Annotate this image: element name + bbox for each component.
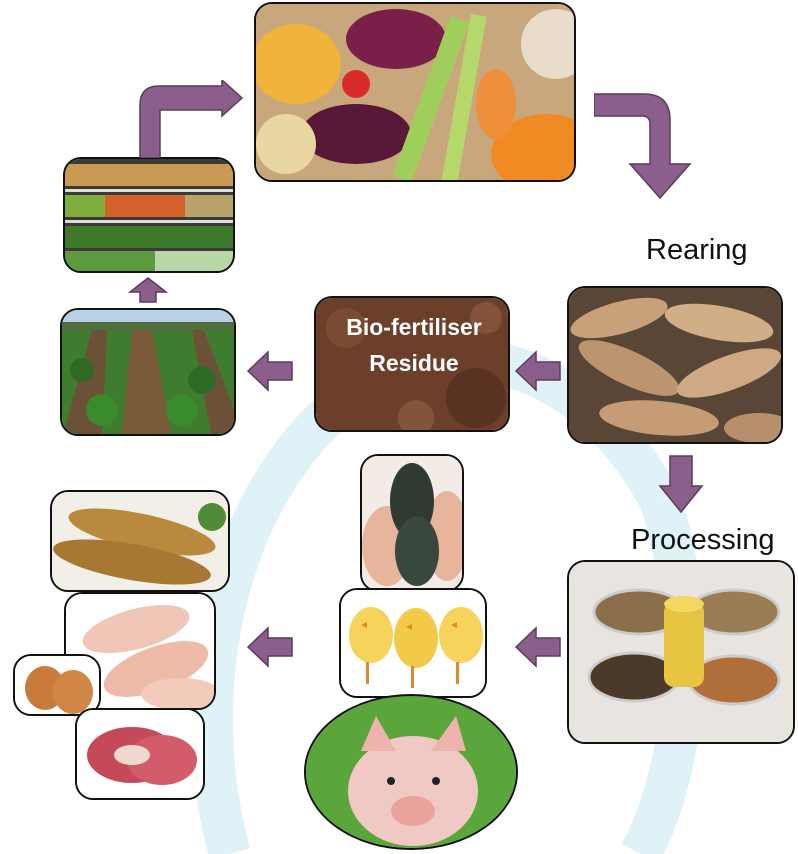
bio-fertiliser-residue-photo: Bio-fertiliser Residue [314, 296, 510, 432]
arrow-larvae-to-residue [514, 350, 561, 392]
arrow-processing-to-animals [514, 626, 561, 668]
arrow-animals-to-food [246, 626, 293, 668]
chicks-photo [339, 588, 487, 698]
biofertiliser-label-line1: Bio-fertiliser [346, 314, 482, 340]
supermarket-produce-photo [63, 157, 235, 273]
arrow-field-to-produce [128, 277, 168, 303]
rearing-label: Rearing [646, 234, 748, 266]
crop-field-photo [60, 308, 236, 436]
biofertiliser-label-line2: Residue [369, 350, 459, 376]
arrow-residue-to-field [246, 350, 293, 392]
arrow-produce-to-waste [139, 80, 244, 158]
arrow-waste-to-rearing [594, 93, 692, 200]
food-waste-photo [254, 2, 576, 182]
chicken-drumsticks-photo [64, 592, 216, 710]
piglet-photo [304, 694, 518, 850]
eggs-photo [13, 654, 101, 716]
processing-label: Processing [631, 524, 775, 556]
arrow-rearing-to-processing [658, 455, 704, 514]
insect-meal-products-photo [567, 560, 795, 744]
tilapia-fish-photo [360, 454, 464, 592]
pork-chops-photo [75, 708, 205, 800]
larvae-photo [567, 286, 783, 444]
grilled-fish-photo [50, 490, 230, 592]
